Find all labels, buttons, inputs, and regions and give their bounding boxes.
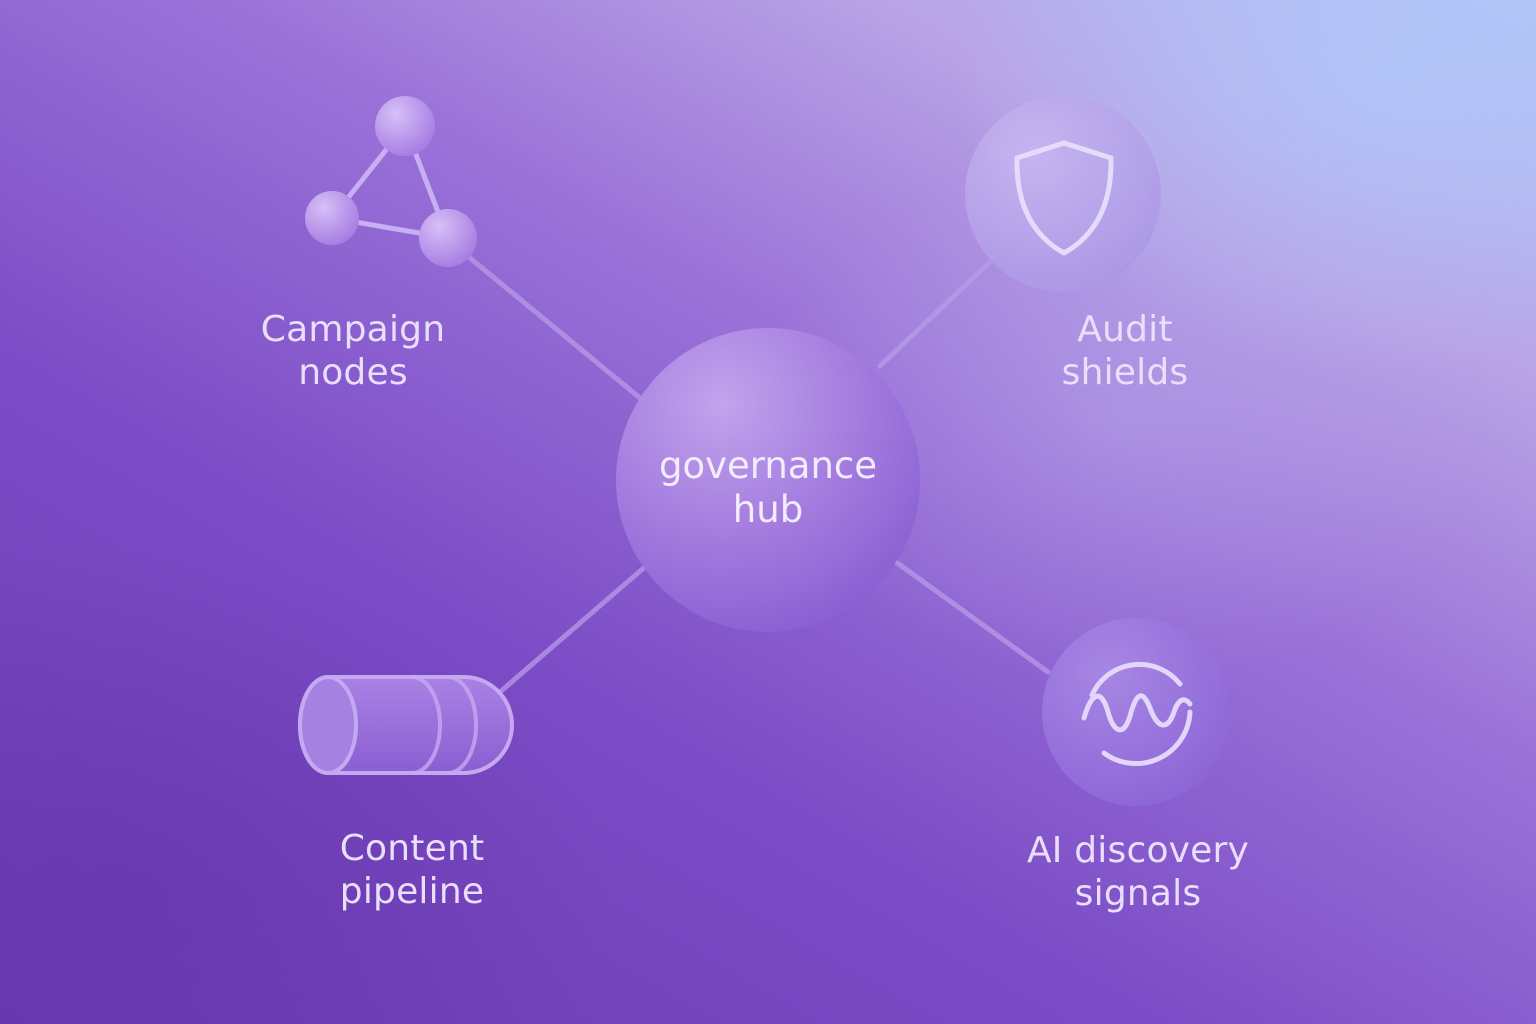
hub-label-line1: governance: [658, 444, 878, 487]
campaign-nodes-label: Campaign nodes: [228, 308, 478, 394]
signal-wave-icon: [1042, 618, 1230, 806]
shield-icon: [965, 96, 1161, 292]
campaign-label-line2: nodes: [298, 352, 408, 393]
content-pipeline-label: Content pipeline: [287, 827, 537, 913]
campaign-label-line1: Campaign: [260, 309, 446, 350]
content-label-line1: Content: [339, 828, 485, 869]
pipeline-cylinder-icon: [297, 675, 514, 775]
ai-discovery-signals-label: AI discovery signals: [988, 829, 1288, 915]
content-label-line2: pipeline: [339, 871, 485, 912]
connector-audit: [877, 255, 997, 369]
connector-campaign: [467, 255, 643, 401]
audit-label-line1: Audit: [1077, 309, 1173, 350]
audit-label-line2: shields: [1061, 352, 1189, 393]
hub-label-line2: hub: [732, 488, 804, 531]
network-nodes-icon: [305, 96, 477, 267]
governance-hub-label: governance hub: [618, 444, 918, 532]
ai-label-line2: signals: [1074, 873, 1202, 914]
connector-content: [497, 563, 649, 695]
ai-label-line1: AI discovery: [1026, 830, 1250, 871]
connector-ai: [893, 559, 1051, 675]
governance-hub-circle: [616, 328, 920, 632]
audit-shields-label: Audit shields: [1000, 308, 1250, 394]
